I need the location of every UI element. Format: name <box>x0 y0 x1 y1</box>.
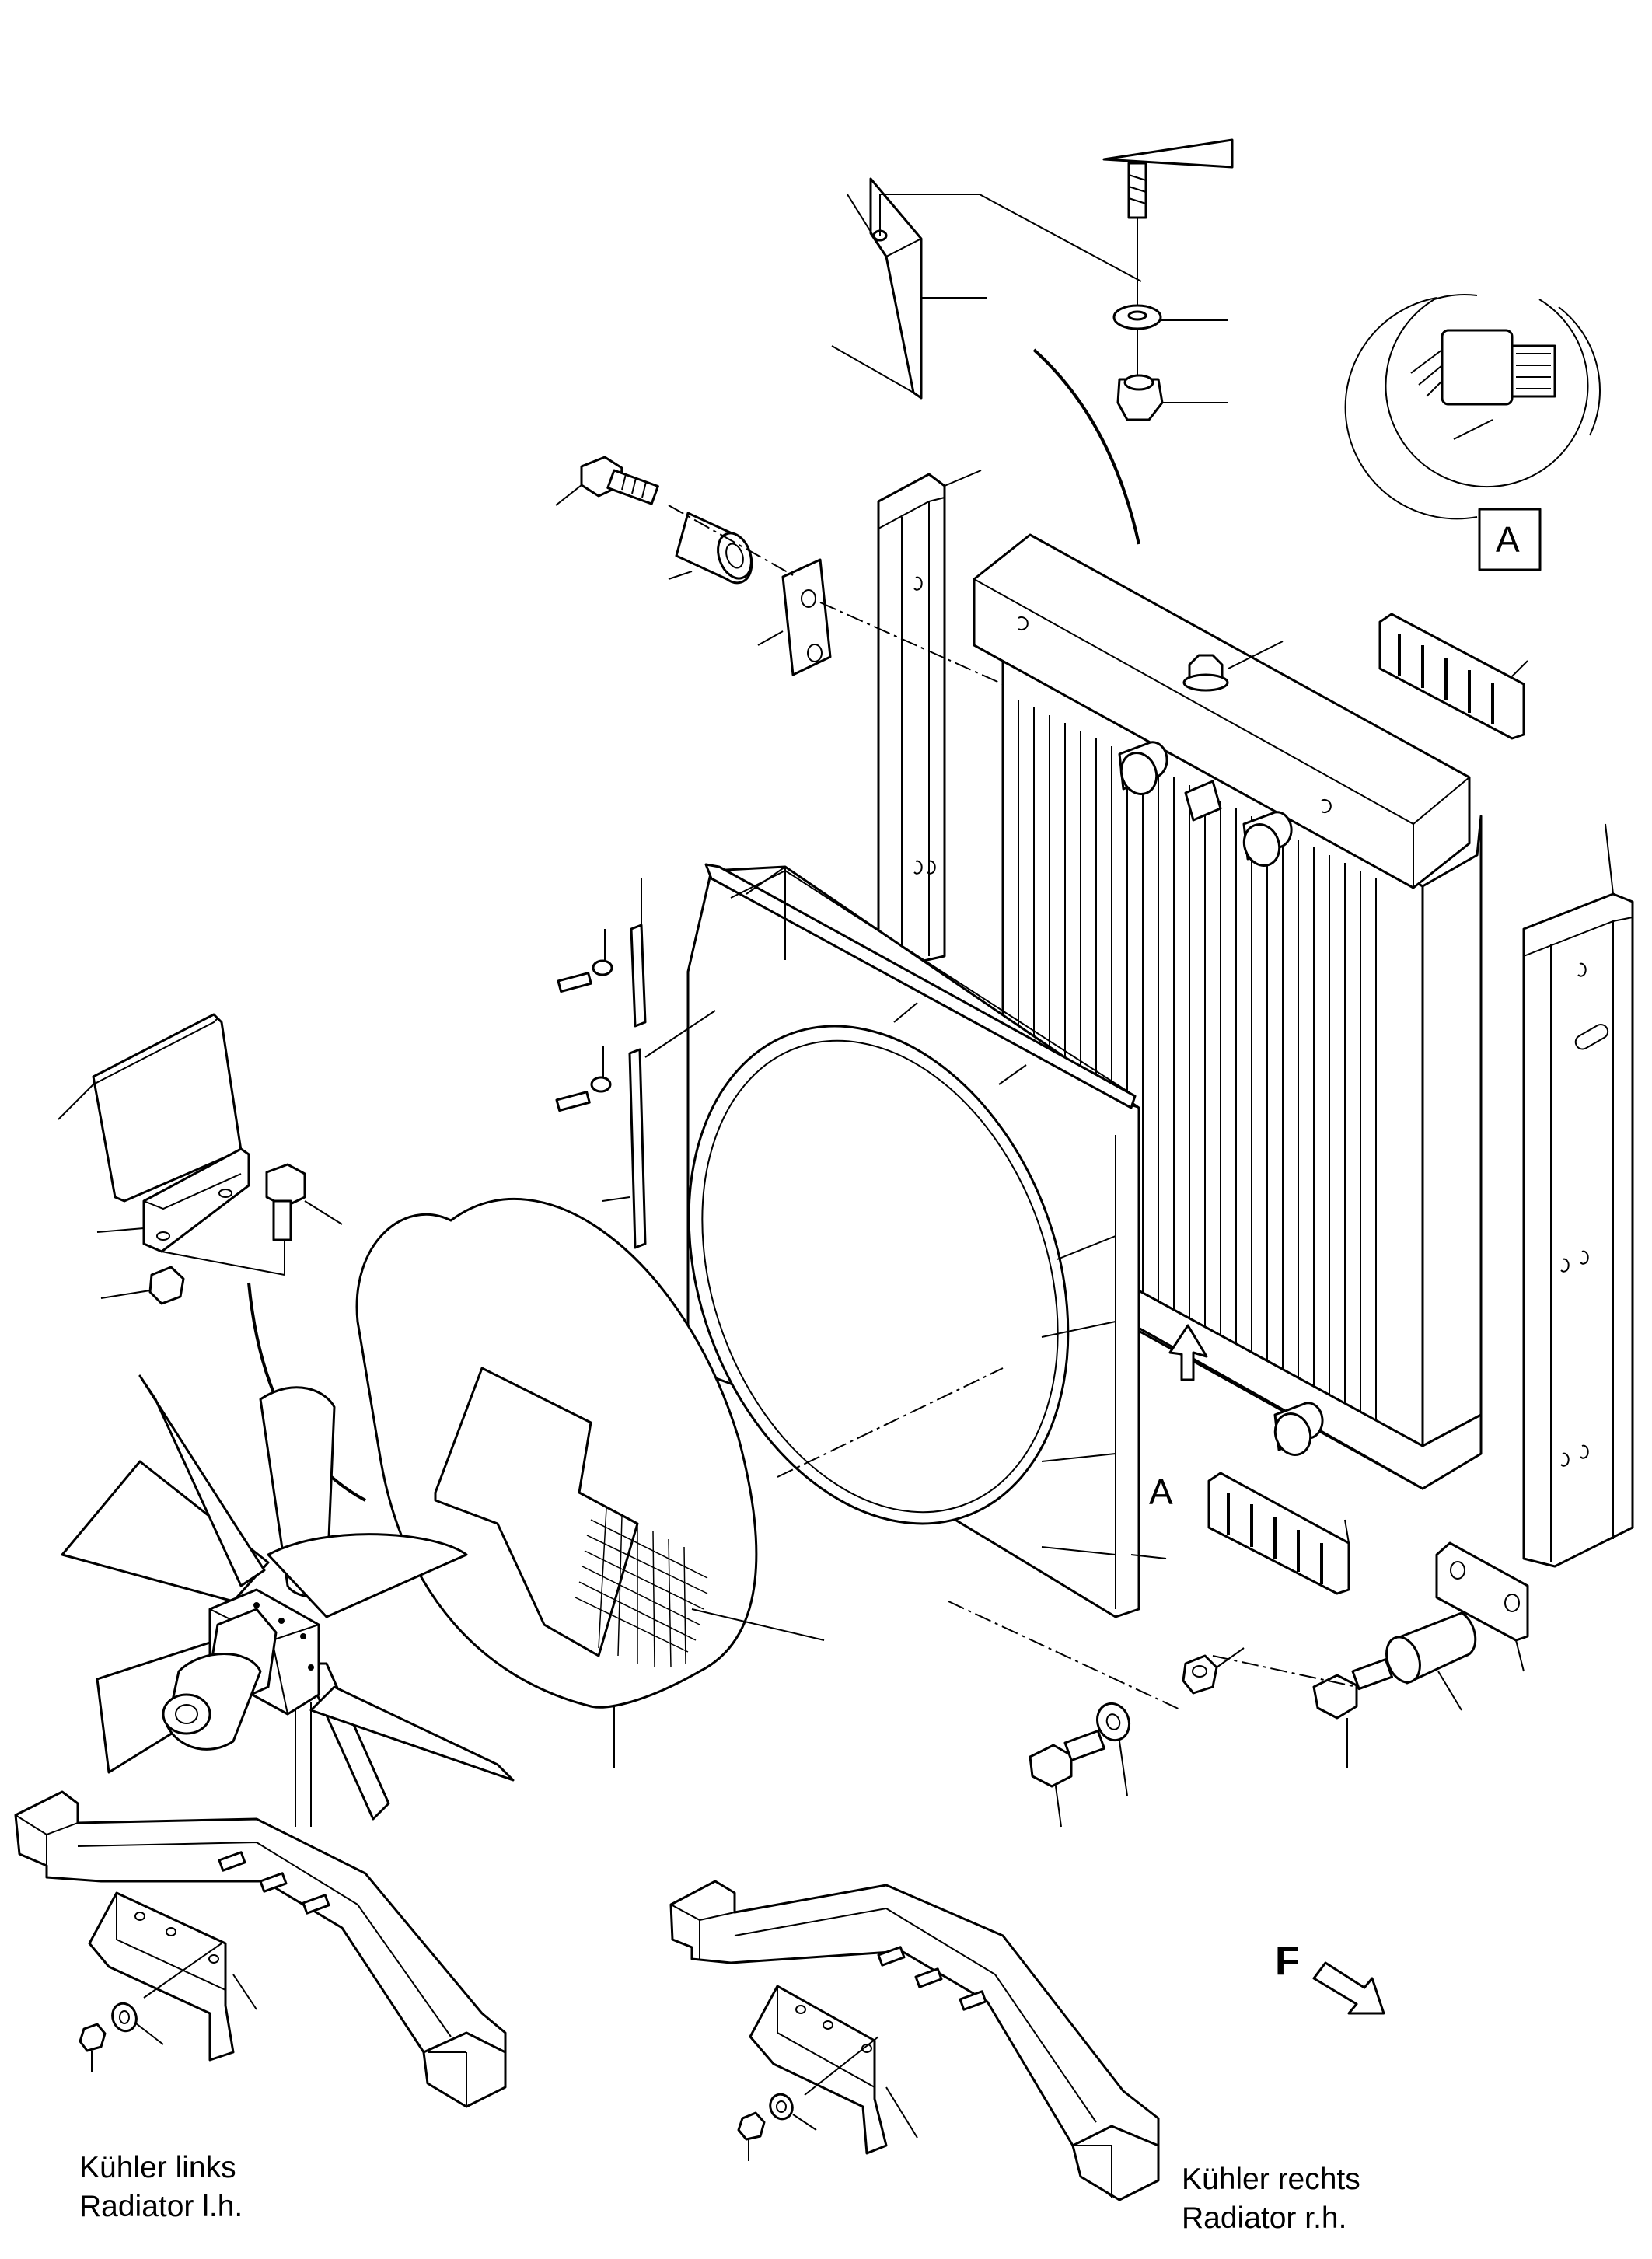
studs-right <box>877 1946 987 2011</box>
tapping-screw <box>1102 138 1234 377</box>
center-lines <box>668 505 1357 1711</box>
fan-shroud-frame <box>686 863 1167 1618</box>
bracket-plate-right <box>749 1985 918 2155</box>
side-panel-left <box>877 470 982 965</box>
detail-a-view <box>1344 294 1601 520</box>
washer-lower <box>1095 1702 1131 1796</box>
direction-label: F <box>1275 1939 1300 1984</box>
fan-guard-ring <box>355 1197 825 1768</box>
seal-strip-top <box>1378 613 1528 740</box>
left-radiator-label-de: Kühler links <box>79 2151 236 2184</box>
spacer-sleeve-upper <box>668 512 753 585</box>
hex-bolt-lower-center <box>1029 1730 1105 1828</box>
left-bolt-leader <box>161 1251 285 1276</box>
bracket-plate-left <box>88 1891 257 2062</box>
hex-bolt-upper <box>555 456 659 506</box>
support-leg-left <box>14 1790 507 2108</box>
nut <box>1116 374 1228 421</box>
assembly-arrow-top <box>1032 348 1140 545</box>
fan-hub <box>162 1588 320 1751</box>
wedge-bracket <box>831 177 1142 400</box>
side-panel-right <box>1522 823 1634 1568</box>
detail-arrow-a-label: A <box>1149 1472 1173 1512</box>
seal-strip-bottom <box>1207 1472 1350 1595</box>
left-angle-bracket <box>96 1147 250 1253</box>
fan-blades <box>61 1374 515 1827</box>
right-radiator-label-de: Kühler rechts <box>1182 2163 1360 2196</box>
washer <box>1112 304 1228 330</box>
washer-nut-right <box>737 2093 817 2161</box>
right-radiator-label-en: Radiator r.h. <box>1182 2201 1347 2235</box>
detail-a-box: A <box>1478 508 1542 571</box>
radiator-pipe-stubs <box>1118 741 1293 867</box>
left-bolt <box>265 1163 343 1275</box>
radiator-top-tank <box>973 533 1471 889</box>
support-leg-right <box>669 1880 1160 2201</box>
detail-a-label: A <box>1496 519 1520 560</box>
hex-bolt-lower-right <box>1312 1658 1393 1768</box>
mounting-plate-upper <box>757 558 832 676</box>
left-radiator-label-en: Radiator l.h. <box>79 2190 243 2223</box>
drain-plug <box>1273 1402 1324 1456</box>
strap-upper <box>557 878 647 1028</box>
mounting-plate-lower <box>1435 1541 1529 1672</box>
studs-left <box>218 1851 330 1915</box>
washer-nut-left <box>79 1943 222 2072</box>
left-nut <box>100 1266 185 1305</box>
strap-lower <box>555 1010 716 1249</box>
direction-arrow: F <box>1275 1939 1385 2015</box>
filler-cap <box>1182 641 1284 692</box>
nut-lower <box>1182 1647 1245 1695</box>
spacer-sleeve-lower <box>1385 1611 1477 1711</box>
detail-arrow-a: A <box>1149 1324 1208 1512</box>
